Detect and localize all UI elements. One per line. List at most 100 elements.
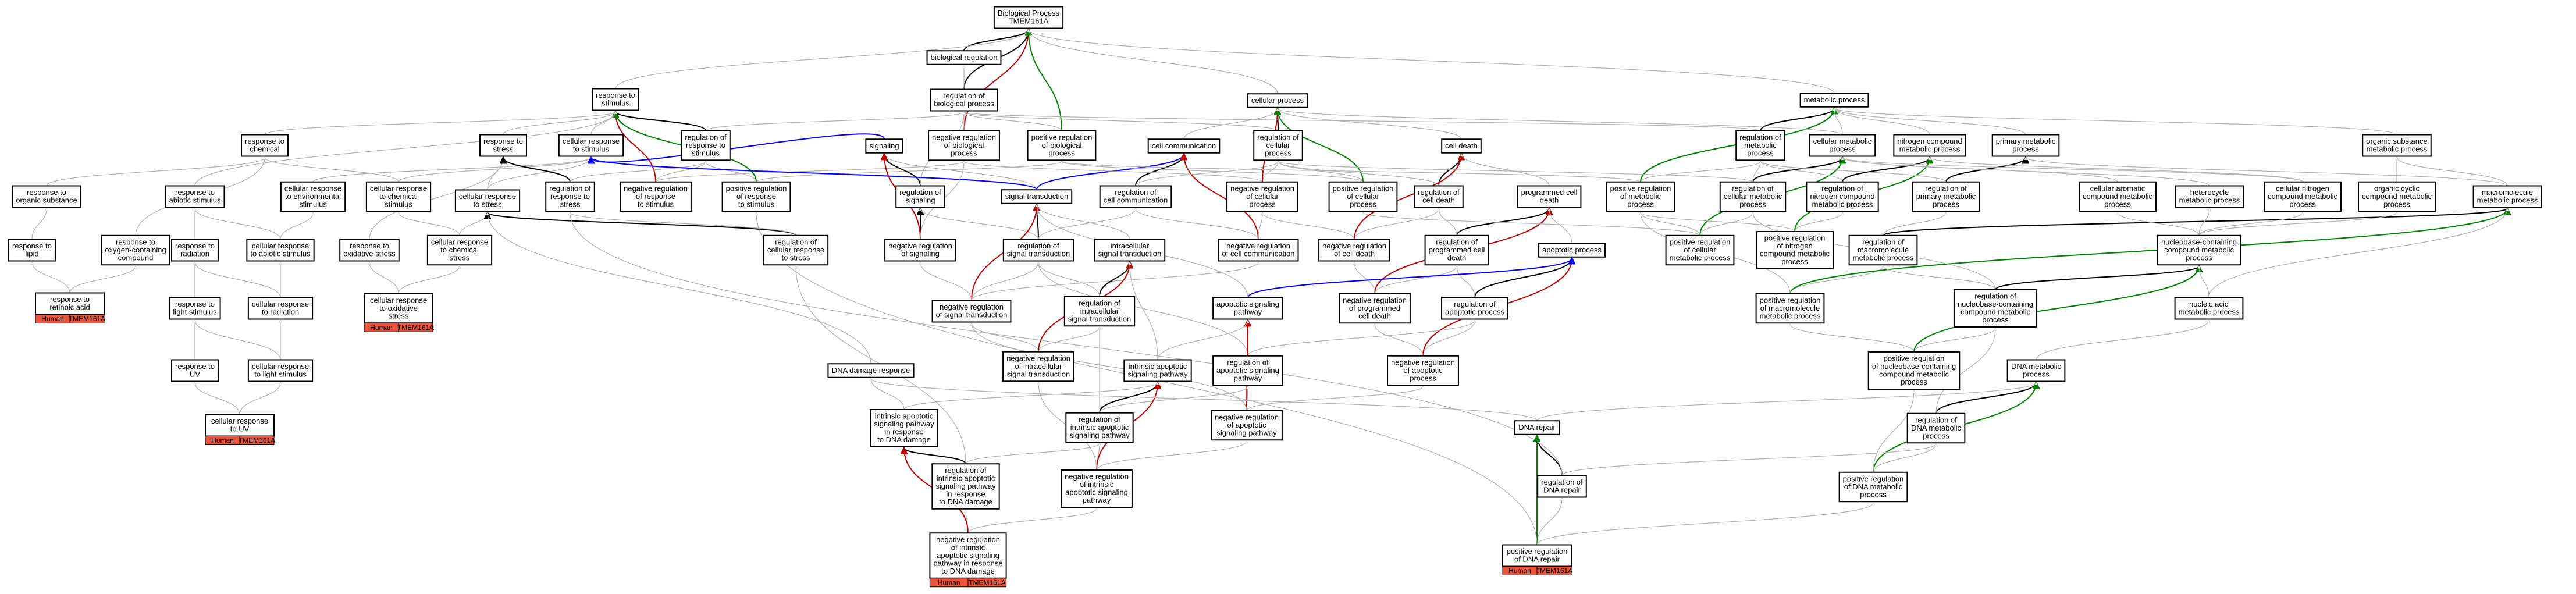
term-label: heterocycle <box>2190 188 2229 197</box>
edge-is-a <box>264 112 615 136</box>
go-term-cell-communication[interactable]: cell communication <box>1147 138 1221 154</box>
go-term-signaling[interactable]: signaling <box>865 138 903 154</box>
go-term-apoptotic-process[interactable]: apoptotic process <box>1538 243 1606 258</box>
term-label: of macromolecule <box>1760 304 1820 312</box>
go-term-biological-regulation[interactable]: biological regulation <box>926 50 1002 65</box>
go-term-cellular-process[interactable]: cellular process <box>1247 93 1308 108</box>
go-term-dna-repair[interactable]: DNA repair <box>1514 420 1560 435</box>
go-term-cell-death[interactable]: cell death <box>1441 138 1482 154</box>
go-term-reg-nucleobase-metabolic-process[interactable]: regulation ofnucleobase-containingcompou… <box>1953 289 2038 328</box>
go-term-metabolic-process[interactable]: metabolic process <box>1799 93 1869 108</box>
go-term-dna-damage-response[interactable]: DNA damage response <box>827 363 915 378</box>
term-label: cell death <box>1358 311 1391 320</box>
go-term-signal-transduction[interactable]: signal transduction <box>1001 189 1073 204</box>
